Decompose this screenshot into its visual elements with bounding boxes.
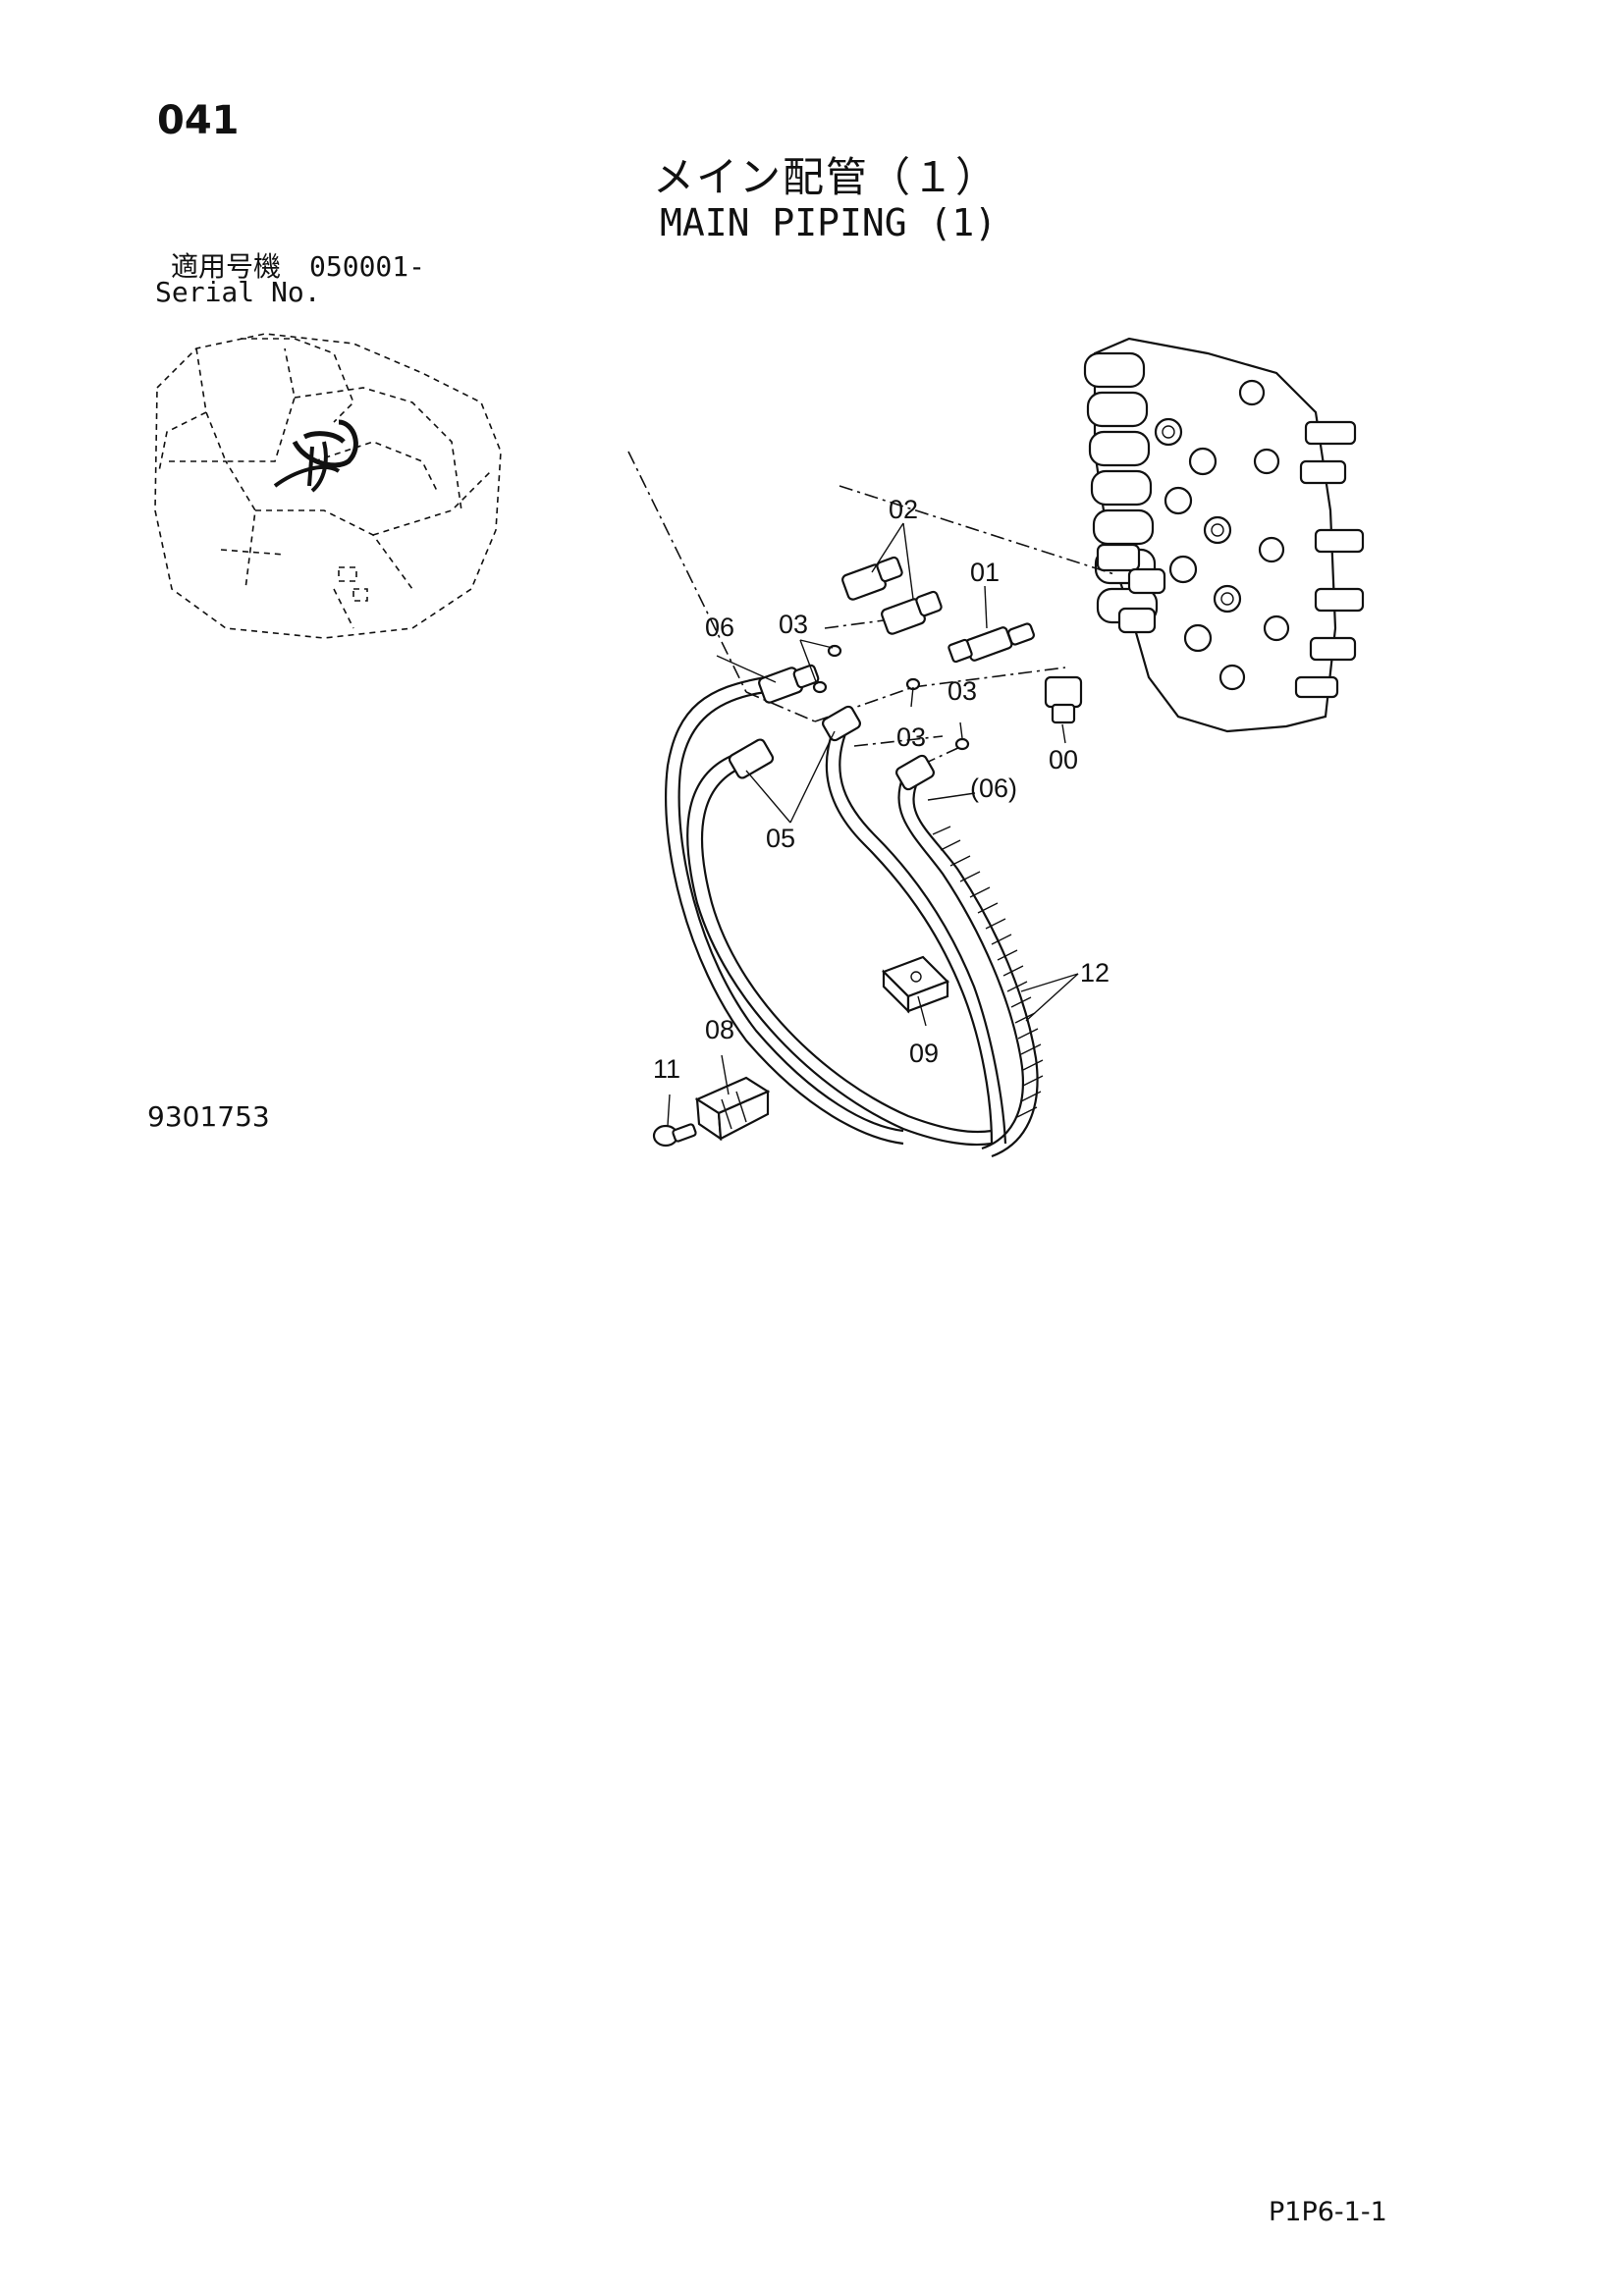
fitting-02-adapter-upper <box>841 556 903 601</box>
control-valve <box>1083 337 1365 733</box>
clamp-09 <box>882 955 949 1014</box>
callout-03-right: 03 <box>947 676 977 706</box>
lower-left-fittings <box>1096 543 1166 634</box>
page-number: 041 <box>157 98 240 143</box>
assembly-lines <box>627 451 1115 776</box>
callout-02: 02 <box>889 495 918 524</box>
fitting-00-adapter <box>1044 675 1083 724</box>
hose-06 <box>665 664 904 1146</box>
callout-labels: 02 01 03 06 03 03 00 (06) 05 12 08 09 11 <box>653 495 1110 1084</box>
callout-06-reference: (06) <box>970 774 1017 803</box>
callout-08: 08 <box>705 1015 734 1044</box>
fitting-02-adapter-lower <box>881 590 943 635</box>
machine-locator-view <box>154 333 502 639</box>
callout-11: 11 <box>653 1054 680 1084</box>
hose-06-with-protector-12 <box>895 754 1044 1158</box>
callout-12: 12 <box>1080 958 1110 988</box>
callout-03-upper: 03 <box>779 610 808 639</box>
bolt-11 <box>652 1123 697 1148</box>
leader-lines <box>667 522 1079 1127</box>
o-rings-03 <box>812 644 970 751</box>
callout-01: 01 <box>970 558 1000 587</box>
title-japanese: メイン配管（１） <box>653 153 1000 201</box>
callout-03-middle: 03 <box>896 722 926 752</box>
valve-ports <box>1154 379 1290 691</box>
serial-label-japanese: 適用号機 <box>171 250 282 283</box>
fitting-01-adapter <box>947 622 1035 664</box>
callout-09: 09 <box>909 1039 939 1068</box>
callout-06: 06 <box>705 613 734 642</box>
serial-number-value: 050001- <box>309 250 426 283</box>
callout-00: 00 <box>1049 745 1078 774</box>
sheet-code: P1P6-1-1 <box>1269 2197 1387 2227</box>
clamp-08 <box>694 1076 771 1142</box>
title-english: MAIN PIPING (1) <box>660 201 998 244</box>
serial-label-english: Serial No. <box>155 276 321 308</box>
callout-05: 05 <box>766 824 795 853</box>
drawing-number: 9301753 <box>147 1100 270 1133</box>
hoses-05 <box>686 705 1007 1147</box>
right-side-fittings <box>1294 420 1365 699</box>
